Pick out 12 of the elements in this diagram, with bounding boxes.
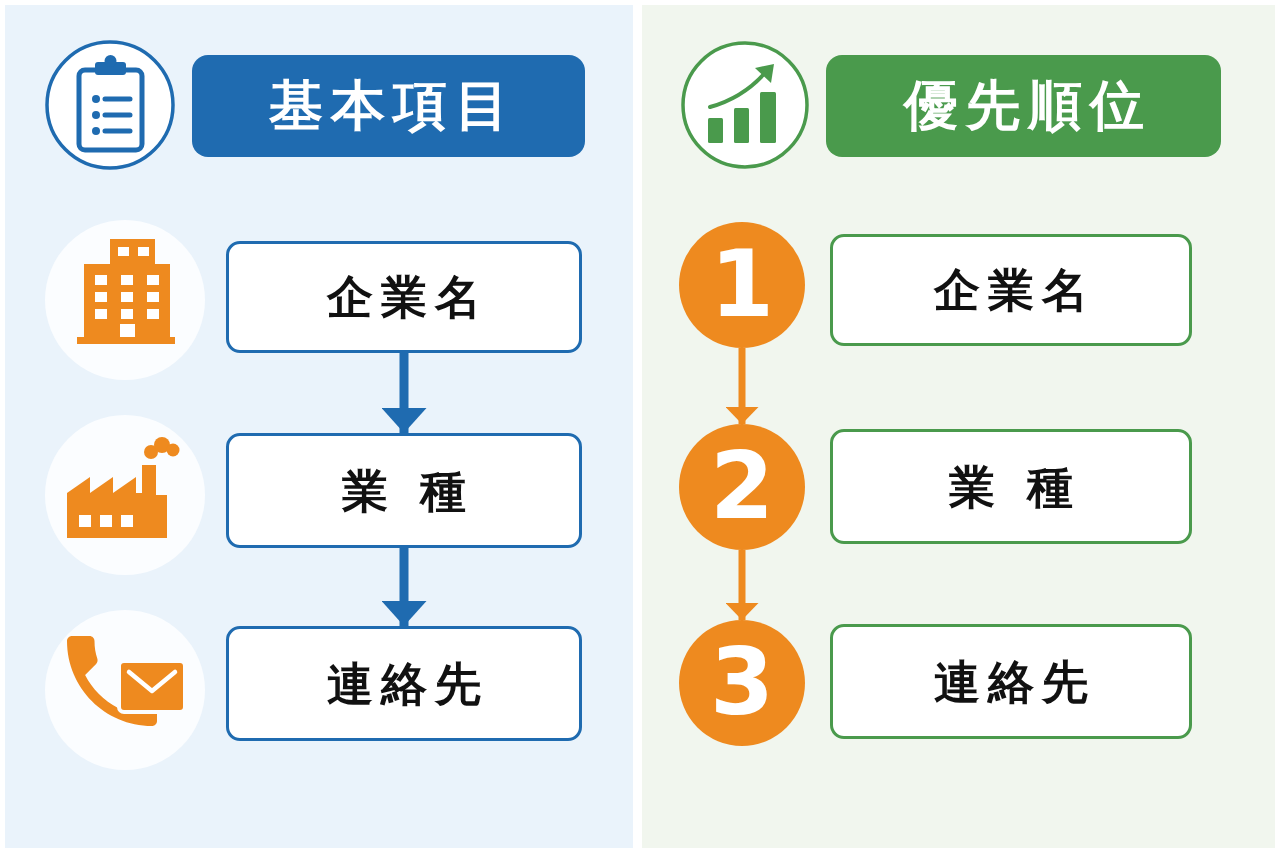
item-box: 連絡先 [226, 626, 582, 741]
arrow [381, 548, 427, 626]
title-banner: 基本項目 [192, 55, 585, 157]
item-box: 企業名 [226, 241, 582, 353]
arrow [725, 348, 759, 424]
title-banner: 優先順位 [826, 55, 1221, 157]
item-box: 企業名 [830, 234, 1192, 346]
item-box: 連絡先 [830, 624, 1192, 739]
item-box: 業 種 [226, 433, 582, 548]
arrow [381, 353, 427, 433]
arrow [725, 550, 759, 620]
item-box: 業 種 [830, 429, 1192, 544]
